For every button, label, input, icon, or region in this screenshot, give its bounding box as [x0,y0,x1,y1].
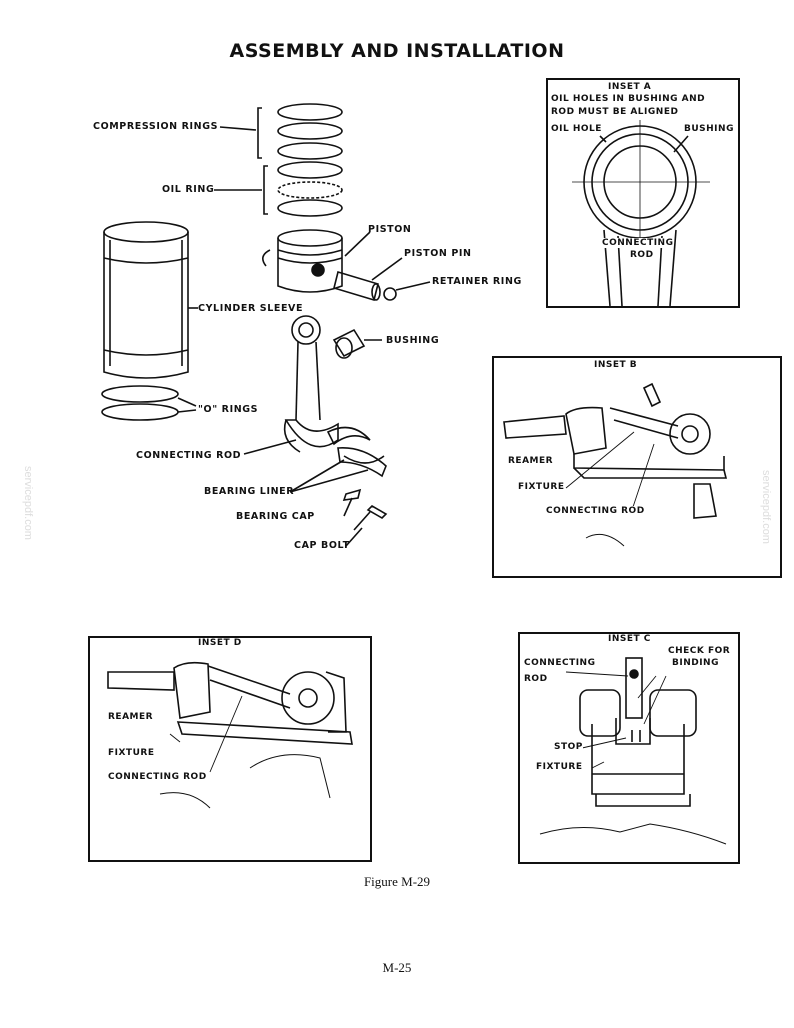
inset-a: INSET A OIL HOLES IN BUSHING AND ROD MUS… [546,78,740,308]
inset-c-check-for: CHECK FOR [668,646,731,656]
inset-d-title: INSET D [198,638,242,648]
inset-c-binding: BINDING [672,658,719,668]
inset-d-illustration [107,661,353,809]
label-bearing-liner: BEARING LINER [204,486,295,497]
label-piston-pin: PISTON PIN [404,248,472,259]
inset-a-oil-hole: OIL HOLE [551,124,602,134]
inset-a-note-line2: ROD MUST BE ALIGNED [551,107,679,117]
label-compression-rings: COMPRESSION RINGS [93,121,219,132]
inset-a-rod: ROD [630,250,654,260]
inset-c-rod: ROD [524,674,548,684]
label-piston: PISTON [368,224,412,235]
watermark-right: servicepdf.com [760,470,772,544]
inset-c: INSET C CHECK FOR BINDING CONNECTING ROD… [518,632,740,864]
watermark-left: servicepdf.com [22,466,34,540]
inset-c-fixture: FIXTURE [536,762,583,772]
inset-a-title: INSET A [608,82,652,92]
inset-b: INSET B REAMER FIXTURE CONNECTING ROD [492,356,782,578]
inset-b-title: INSET B [594,360,638,370]
label-oil-ring: OIL RING [162,184,215,195]
label-connecting-rod: CONNECTING ROD [136,450,242,461]
page-title: ASSEMBLY AND INSTALLATION [229,40,565,62]
label-bearing-cap: BEARING CAP [236,511,315,522]
inset-b-illustration [503,382,728,547]
label-retainer-ring: RETAINER RING [432,276,522,287]
inset-d-connecting-rod: CONNECTING ROD [108,772,207,782]
inset-c-title: INSET C [608,634,651,644]
inset-b-connecting-rod: CONNECTING ROD [546,506,645,516]
figure-caption: Figure M-29 [363,874,431,889]
label-bushing: BUSHING [386,335,440,346]
inset-c-stop: STOP [554,742,583,752]
inset-b-reamer: REAMER [508,456,554,466]
page-number: M-25 [382,960,412,975]
label-o-rings: "O" RINGS [198,404,259,415]
inset-c-connecting: CONNECTING [524,658,596,668]
inset-a-connecting: CONNECTING [602,238,674,248]
inset-c-illustration [539,657,727,845]
inset-d: INSET D REAMER FIXTURE CONNECTING ROD [88,636,372,862]
label-cap-bolt: CAP BOLT [294,540,350,551]
inset-a-bushing: BUSHING [684,124,734,134]
inset-a-note-line1: OIL HOLES IN BUSHING AND [551,94,706,104]
inset-b-fixture: FIXTURE [518,482,565,492]
inset-d-fixture: FIXTURE [108,748,155,758]
label-cylinder-sleeve: CYLINDER SLEEVE [198,303,304,314]
inset-d-reamer: REAMER [108,712,154,722]
